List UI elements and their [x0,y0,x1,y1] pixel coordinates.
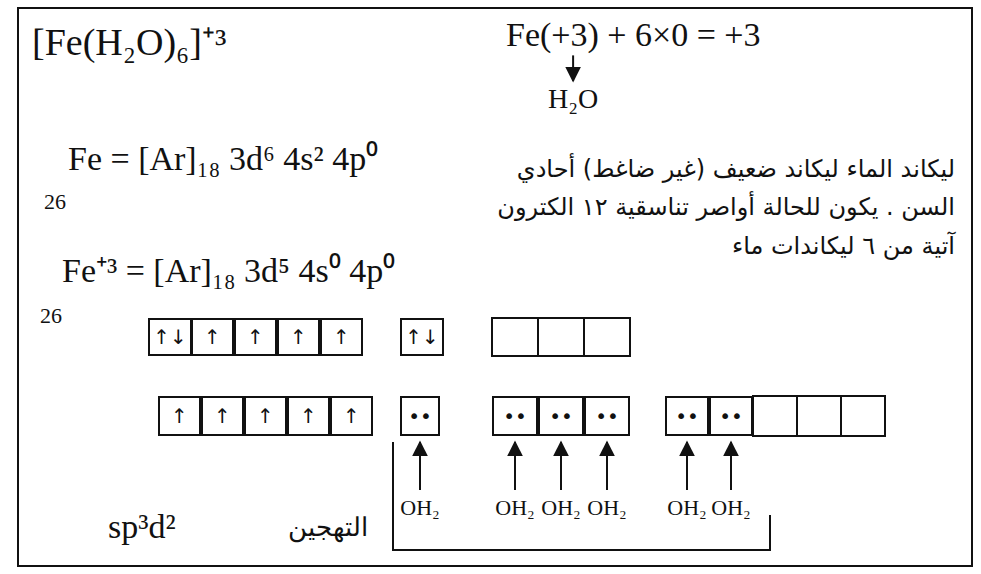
page-frame [18,8,972,566]
electron-mark: •• [408,404,432,428]
ligand-label: OH₂ [711,496,750,520]
pointer-arrow [572,55,574,81]
orbital-box: ↑ [277,318,320,356]
electron-mark: ↑ [247,325,264,349]
electron-mark: ↑ [343,404,360,428]
ligand-arrows [420,442,731,490]
ligand-name: H₂O [548,84,598,115]
electron-mark: ↑ [290,325,307,349]
electron-mark: •• [595,404,619,428]
orbital-box: •• [538,396,584,436]
hybridization: sp³d² [108,508,176,545]
ion-config: Fe⁺³ = [Ar]₁₈ 3d⁵ 4s⁰ 4p⁰ [62,252,395,289]
electron-mark: •• [549,404,573,428]
atomic-number: 26 [40,304,62,328]
electron-mark: ↑↓ [153,325,187,349]
electron-mark: ↑ [204,325,221,349]
electron-mark: ↑↓ [405,325,439,349]
electron-mark: ↑ [300,404,317,428]
orbital-box: •• [709,396,753,436]
orbital-box: •• [665,396,709,436]
orbital-box: ↑ [234,318,277,356]
orbital-box: ↑ [244,396,287,436]
electron-mark: •• [503,404,527,428]
complex-formula: [Fe(H₂O)₆]⁺³ [32,22,226,64]
hybrid-bracket [393,442,770,550]
electron-mark: •• [719,404,743,428]
hybridization-label: التهجين [288,514,368,543]
orbital-box: ↑ [201,396,244,436]
orbital-box: •• [400,396,440,436]
electron-mark: ↑ [171,404,188,428]
electron-config: Fe = [Ar]₁₈ 3d⁶ 4s² 4p⁰ [68,140,378,177]
empty-orbitals [492,318,885,436]
orbital-box: ↑ [191,318,234,356]
electron-mark: •• [675,404,699,428]
ligand-label: OH₂ [541,496,580,520]
orbital-box: ↑↓ [400,318,444,356]
orbital-box: ↑↓ [148,318,192,356]
ligand-label: OH₂ [667,496,706,520]
orbital-box: ↑ [330,396,373,436]
annotation-arrow-group [573,55,574,81]
electron-mark: ↑ [214,404,231,428]
orbital-box: ↑ [287,396,330,436]
orbital-box: •• [584,396,630,436]
arabic-note: ليكاند الماء ليكاند ضعيف (غير ضاغط) أحاد… [495,150,955,265]
oxidation-equation: Fe(+3) + 6×0 = +3 [506,16,761,53]
orbital-box: •• [492,396,538,436]
ligand-label: OH₂ [400,496,439,520]
electron-mark: ↑ [333,325,350,349]
ligand-label: OH₂ [495,496,534,520]
ligand-label: OH₂ [587,496,626,520]
orbital-box: ↑ [158,396,201,436]
electron-mark: ↑ [257,404,274,428]
atomic-number: 26 [44,190,66,214]
orbital-box: ↑ [320,318,363,356]
